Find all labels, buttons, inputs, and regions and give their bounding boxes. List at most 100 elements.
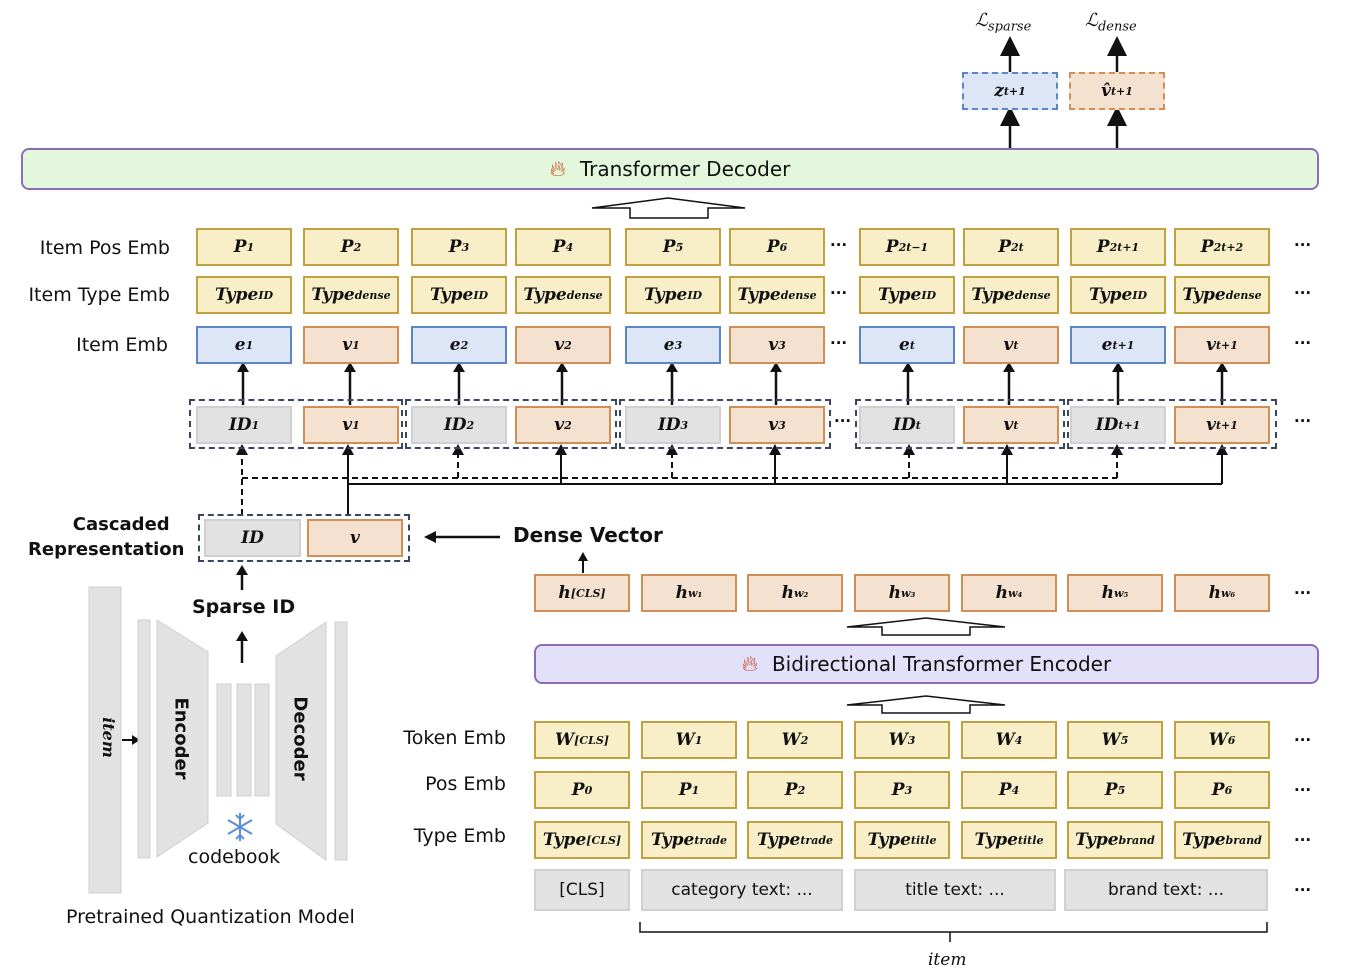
ellipsis: ··· (1294, 584, 1312, 602)
ellipsis: ··· (834, 412, 852, 430)
codebook-bar (254, 683, 270, 797)
cascaded-item-group (1067, 399, 1277, 449)
token-emb-cell: W[CLS] (534, 721, 630, 759)
label-item-pos-emb: Item Pos Emb (39, 237, 170, 259)
encoder-trapezoid (156, 619, 209, 858)
label-token-emb: Token Emb (403, 727, 506, 749)
cascaded-group (198, 514, 410, 562)
ellipsis: ··· (830, 334, 848, 352)
transformer-decoder: 🔥︎ Transformer Decoder (21, 148, 1319, 190)
encoder-title: Bidirectional Transformer Encoder (771, 652, 1112, 676)
ellipsis: ··· (1294, 831, 1312, 849)
cascaded-item-group (619, 399, 831, 449)
cascaded-id: ID (204, 519, 301, 557)
snowflake-icon (227, 813, 253, 841)
dense-loss: ℒdense (1085, 10, 1137, 35)
label-pos-emb: Pos Emb (425, 773, 506, 795)
hollow-arrow-encoder (846, 695, 1006, 714)
ellipsis: ··· (1294, 284, 1312, 302)
ellipsis: ··· (1294, 334, 1312, 352)
hollow-arrow-decoder (591, 197, 746, 219)
ellipsis: ··· (1294, 881, 1312, 899)
ellipsis: ··· (830, 236, 848, 254)
label-item-emb: Item Emb (76, 334, 168, 356)
item-brace (639, 922, 1268, 942)
item-vertical-label: item (98, 717, 118, 758)
fire-icon: 🔥︎ (549, 156, 566, 182)
label-item-type-emb: Item Type Emb (28, 284, 170, 306)
cascaded-item-group (855, 399, 1065, 449)
text-input-segment: category text: ... (641, 869, 843, 911)
cascaded-v: v (307, 519, 403, 557)
decoder-label: Decoder (289, 696, 311, 781)
solid-v-connectors (347, 455, 1223, 515)
item-emb-arrows (241, 368, 1224, 405)
bidirectional-transformer-encoder: 🔥︎ Bidirectional Transformer Encoder (534, 644, 1319, 684)
sparse-id-label: Sparse ID (192, 596, 296, 618)
decoder-trapezoid (275, 621, 327, 861)
encoder-label: Encoder (170, 697, 192, 780)
item-input-bar (88, 586, 122, 894)
v-hat-output: v̂t+1 (1069, 72, 1165, 110)
decoder-title: Transformer Decoder (579, 157, 791, 181)
ellipsis: ··· (1294, 781, 1312, 799)
type-emb-cell: Type[CLS] (534, 821, 630, 859)
dense-vector-label: Dense Vector (513, 523, 663, 547)
codebook-bar (216, 683, 232, 797)
ellipsis: ··· (1294, 412, 1312, 430)
label-type-emb: Type Emb (413, 825, 506, 847)
sparse-loss: ℒsparse (975, 10, 1032, 35)
ellipsis: ··· (1294, 731, 1312, 749)
dashed-id-connectors (241, 455, 1118, 515)
quantization-model-title: Pretrained Quantization Model (66, 906, 355, 928)
item-brace-label: item (928, 950, 967, 970)
